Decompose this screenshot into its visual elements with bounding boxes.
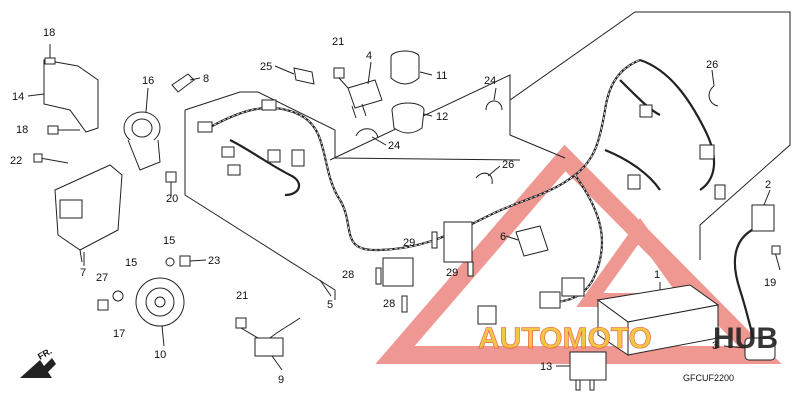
- watermark-text-suffix: HUB: [713, 322, 778, 355]
- callout-8: 8: [203, 73, 209, 85]
- panel-outlines: [184, 11, 791, 300]
- callout-23: 23: [208, 255, 220, 267]
- callout-4: 4: [366, 50, 372, 62]
- callout-1: 1: [654, 269, 660, 281]
- part-15-washers: [112, 257, 175, 302]
- callout-17: 17: [113, 328, 125, 340]
- callout-18-upper: 18: [43, 27, 55, 39]
- part-8-clamp: [171, 73, 195, 93]
- part-13-relay: [569, 351, 607, 391]
- part-10-horn: [135, 277, 185, 327]
- part-21-bolt-lower: [235, 317, 259, 339]
- part-11-component: [390, 50, 420, 85]
- callout-28-upper: 28: [342, 269, 354, 281]
- callout-19: 19: [764, 277, 776, 289]
- fuse-holders: [375, 221, 474, 313]
- callout-24-left: 24: [388, 140, 400, 152]
- part-3-plug-cap: [744, 337, 776, 361]
- callout-26-center: 26: [502, 159, 514, 171]
- front-direction-arrow: [20, 358, 56, 378]
- callout-28-lower: 28: [383, 298, 395, 310]
- callout-10: 10: [154, 349, 166, 361]
- part-12-mount: [391, 102, 425, 134]
- callout-21-upper: 21: [332, 36, 344, 48]
- callout-25: 25: [260, 61, 272, 73]
- callout-5: 5: [327, 299, 333, 311]
- callout-6: 6: [500, 231, 506, 243]
- callout-11: 11: [436, 70, 447, 82]
- diagram-code: GFCUF2200: [683, 373, 734, 383]
- part-14-bracket: [43, 59, 99, 133]
- callout-18-lower: 18: [16, 124, 28, 136]
- callout-22: 22: [10, 155, 22, 167]
- part-4-regulator: [347, 79, 383, 119]
- part-6-bracket: [515, 225, 549, 257]
- watermark-text-main: AUTOMOTO: [478, 322, 652, 355]
- callout-27: 27: [96, 272, 108, 284]
- part-19-bolt: [771, 245, 781, 271]
- lower-connectors: [477, 277, 585, 325]
- callout-14: 14: [12, 91, 24, 103]
- callout-20: 20: [166, 193, 178, 205]
- callout-7: 7: [80, 267, 86, 279]
- callout-13: 13: [540, 361, 552, 373]
- callout-16: 16: [142, 75, 154, 87]
- callout-2: 2: [765, 179, 771, 191]
- part-9-connector: [254, 317, 301, 357]
- callout-9: 9: [278, 374, 284, 386]
- callout-15-lower: 15: [125, 257, 137, 269]
- watermark-text: AUTOMOTO HUB: [478, 322, 778, 356]
- part-21-bolt-upper: [333, 67, 349, 89]
- part-1-control-unit: [596, 284, 720, 356]
- callout-29-upper: 29: [403, 237, 415, 249]
- callout-21-lower: 21: [236, 290, 248, 302]
- part-22-screw: [33, 153, 69, 164]
- callout-15-upper: 15: [163, 235, 175, 247]
- callout-26-right: 26: [706, 59, 718, 71]
- callout-24-right: 24: [484, 75, 496, 87]
- part-20-bolt: [165, 171, 177, 196]
- part-27-nut: [97, 299, 109, 311]
- part-16-ignition-switch: [123, 111, 161, 171]
- part-2-ignition-coil: [733, 204, 775, 346]
- part-23-nut: [179, 255, 191, 267]
- callout-3: 3: [712, 340, 718, 352]
- harness-connectors: [197, 99, 726, 200]
- clamps: [293, 67, 719, 185]
- callout-29-lower: 29: [446, 267, 458, 279]
- part-7-switch-assembly: [54, 164, 123, 263]
- wire-harness: [204, 58, 716, 303]
- leader-lines: [27, 61, 771, 371]
- callout-labels: 1 2 3 4 5 6 7 8 9 10 11 12 13 14 15 15 1…: [10, 27, 776, 386]
- callout-12: 12: [436, 111, 448, 123]
- part-18-bolts: [44, 44, 80, 135]
